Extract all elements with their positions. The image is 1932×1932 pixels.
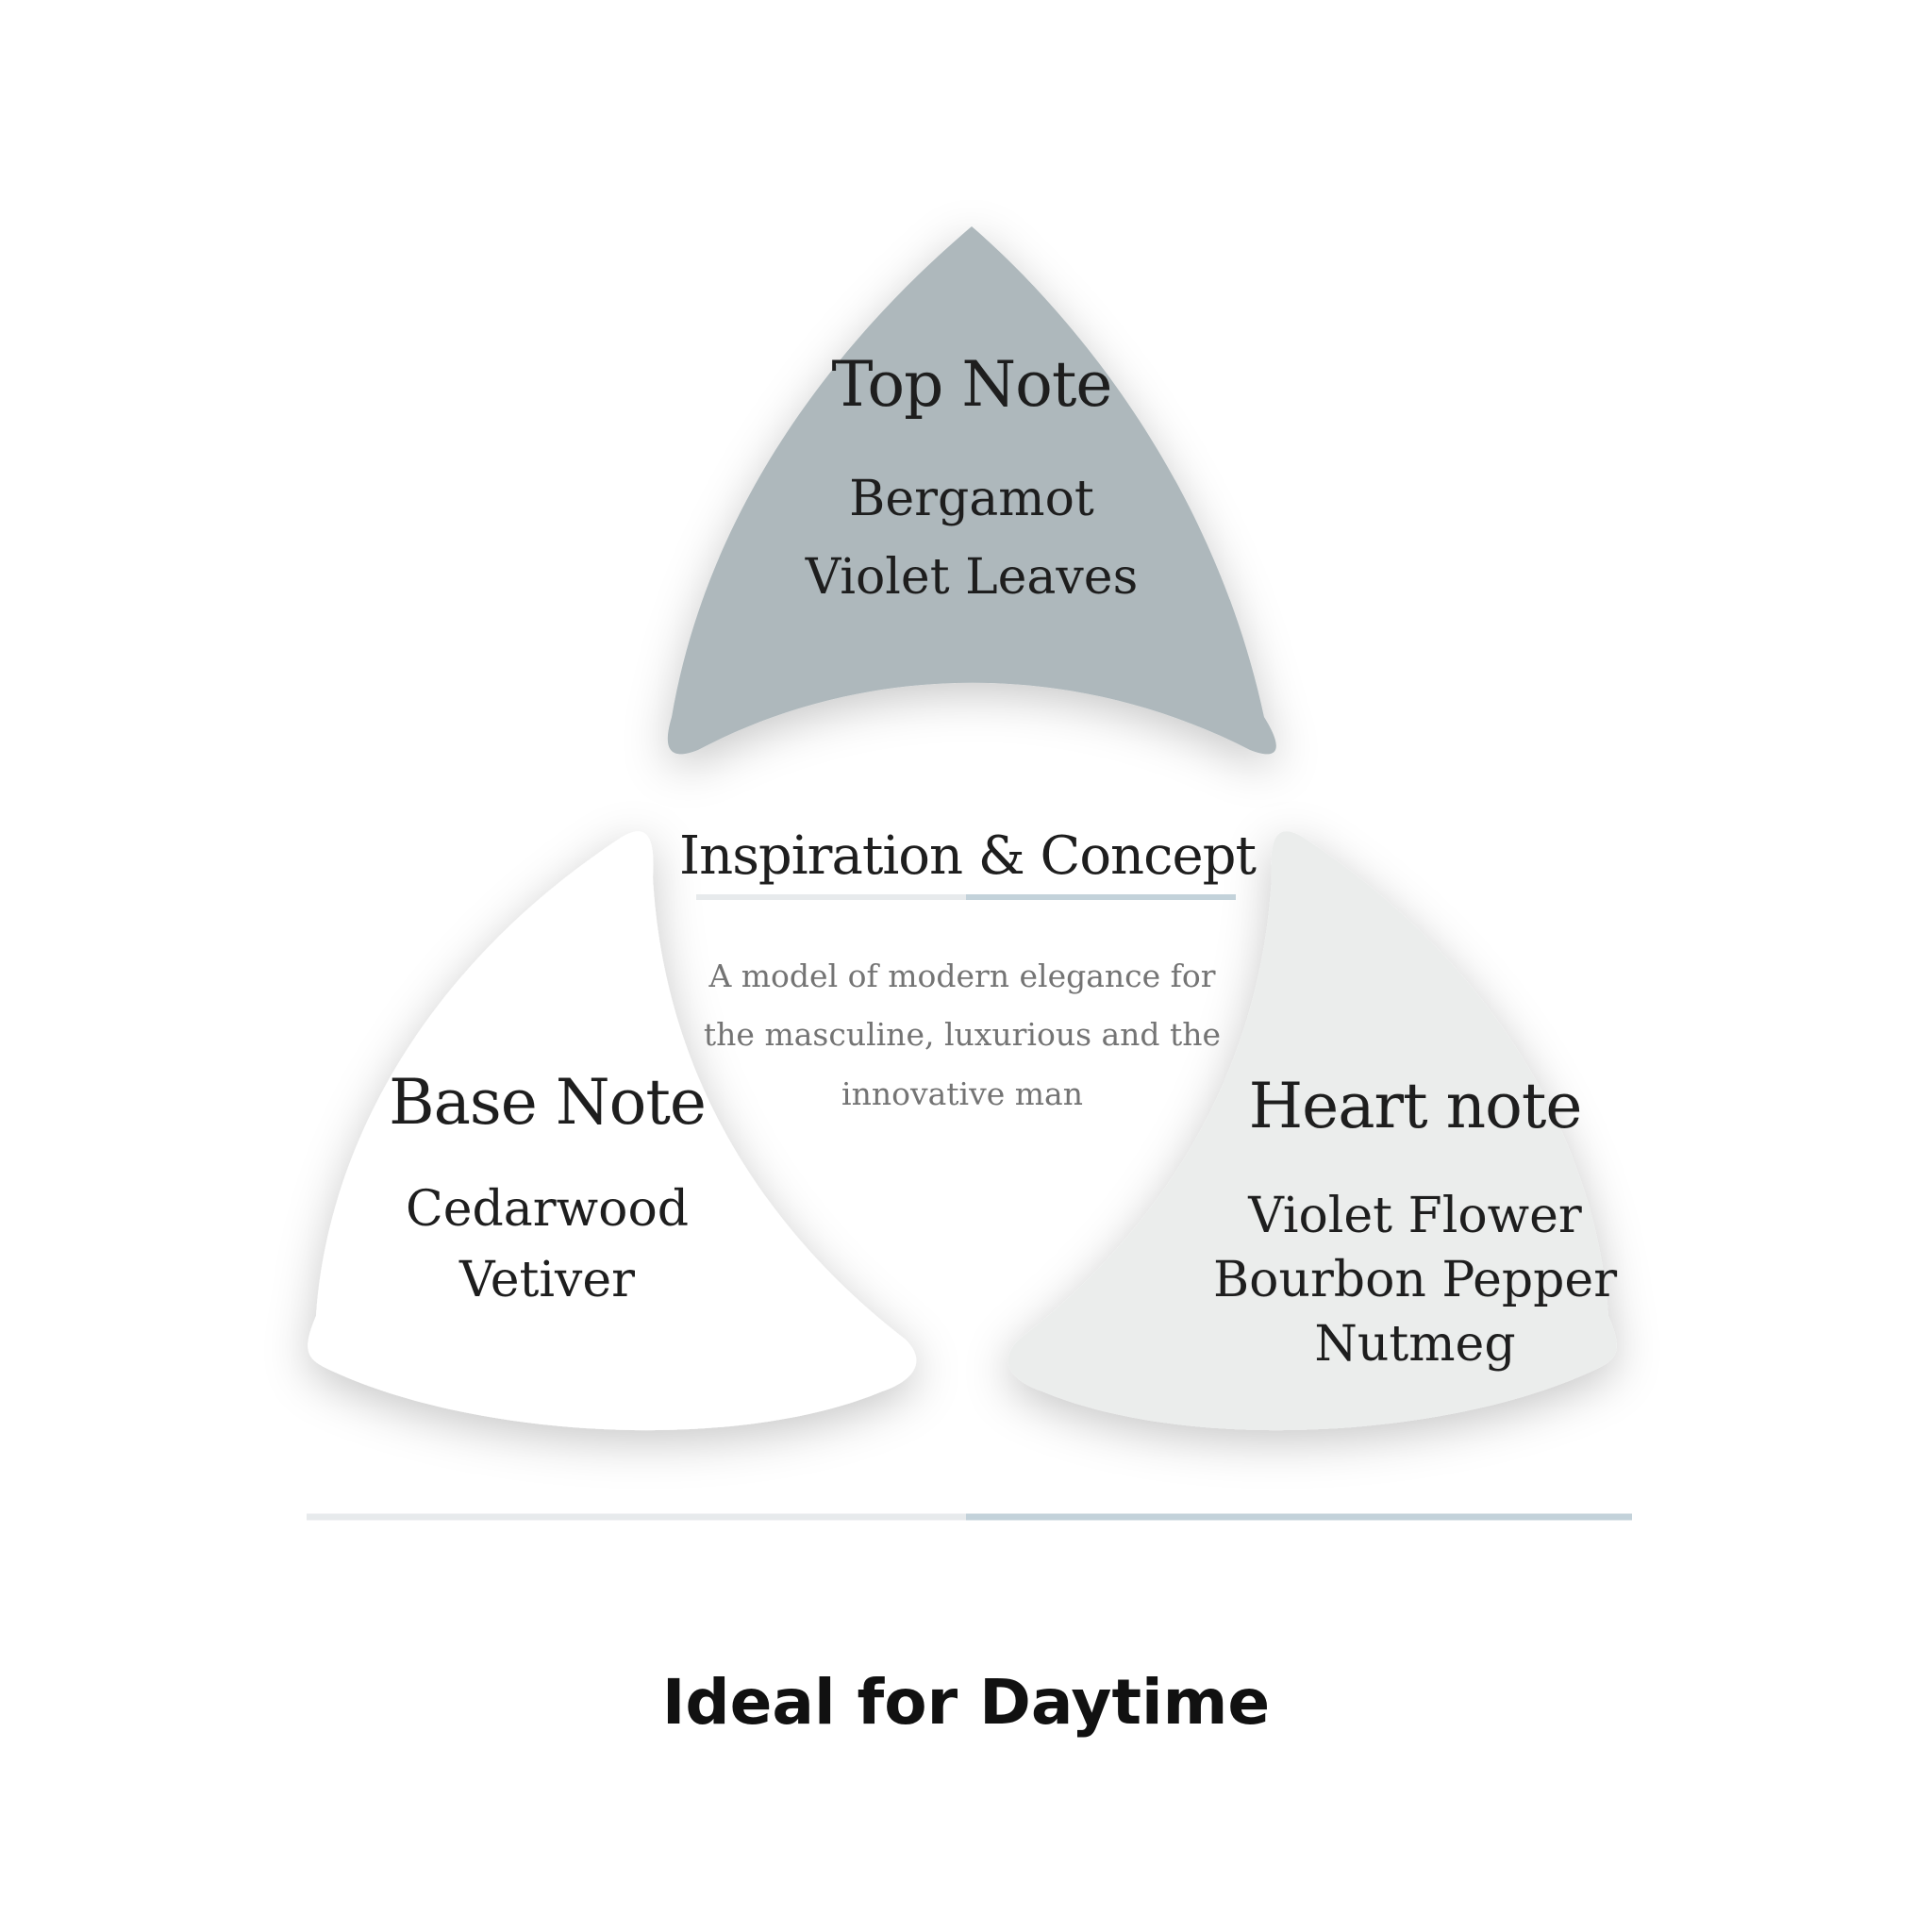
concept-description-line: A model of modern elegance for <box>708 958 1216 994</box>
top-note-item: Bergamot <box>849 471 1094 527</box>
concept-title: Inspiration & Concept <box>679 825 1257 887</box>
heart-note-item: Nutmeg <box>1314 1316 1516 1373</box>
top-note-item: Violet Leaves <box>805 549 1139 606</box>
footer-tagline: Ideal for Daytime <box>661 1666 1271 1739</box>
base-note-petal <box>308 831 917 1431</box>
concept-description-line: the masculine, luxurious and the <box>703 1016 1222 1053</box>
base-note-item: Cedarwood <box>405 1181 690 1238</box>
base-note-item: Vetiver <box>458 1252 636 1308</box>
heart-note-item: Bourbon Pepper <box>1212 1252 1618 1308</box>
heart-note-title: Heart note <box>1248 1070 1583 1142</box>
top-note-petal <box>667 226 1276 755</box>
base-note-title: Base Note <box>389 1066 707 1139</box>
top-note-title: Top Note <box>831 348 1113 421</box>
heart-note-item: Violet Flower <box>1248 1188 1582 1244</box>
concept-description-line: innovative man <box>841 1075 1083 1112</box>
heart-note-petal <box>1008 831 1617 1431</box>
